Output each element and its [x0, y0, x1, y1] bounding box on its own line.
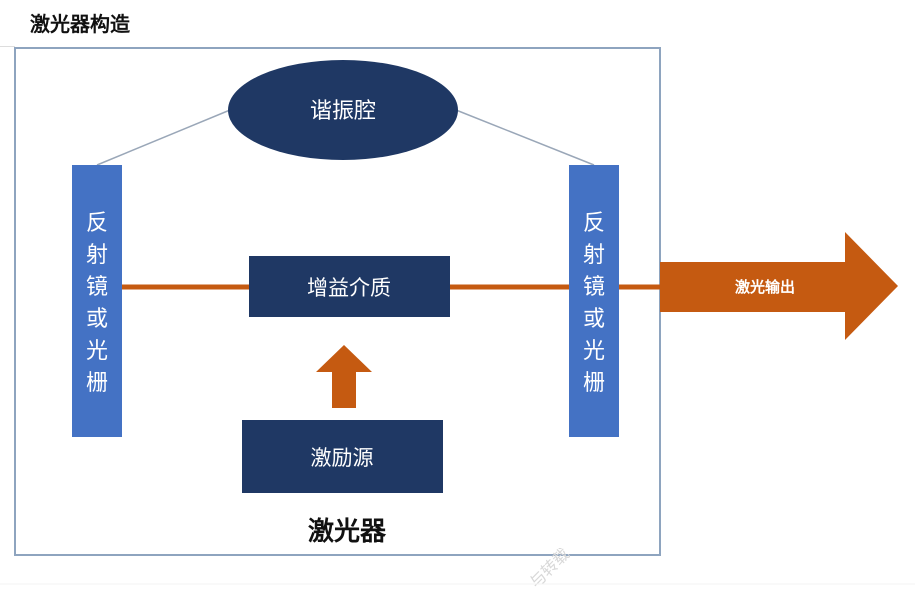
- mirror-label-char: 镜: [583, 275, 605, 300]
- mirror-label-char: 光: [86, 339, 108, 364]
- resonator-label: 谐振腔: [310, 99, 376, 124]
- mirror-label-char: 反: [86, 211, 108, 236]
- resonator-ellipse: [228, 60, 458, 160]
- output-arrow-icon: [660, 232, 898, 340]
- output-label: 激光输出: [735, 278, 795, 296]
- gain-medium-box: [249, 256, 450, 317]
- mirror-label-char: 栅: [86, 371, 108, 396]
- pump-arrow-icon: [316, 345, 372, 408]
- mirror-label-char: 射: [86, 243, 108, 268]
- mirror-label-char: 光: [583, 339, 605, 364]
- gain-medium-label: 增益介质: [307, 276, 391, 300]
- pump-source-box: [242, 420, 443, 493]
- mirror-left: [72, 165, 122, 437]
- laser-label: 激光器: [308, 516, 387, 547]
- mirror-label-char: 镜: [86, 275, 108, 300]
- pump-source-label: 激励源: [311, 446, 374, 470]
- mirror-label-char: 射: [583, 243, 605, 268]
- mirror-right: [569, 165, 619, 437]
- mirror-label-char: 或: [583, 307, 605, 332]
- divider: [0, 46, 15, 47]
- connector-right: [455, 109, 595, 166]
- connector-left: [96, 109, 231, 166]
- mirror-label-char: 或: [86, 307, 108, 332]
- page-title: 激光器构造: [30, 12, 130, 36]
- mirror-label-char: 反: [583, 211, 605, 236]
- mirror-label-char: 栅: [583, 371, 605, 396]
